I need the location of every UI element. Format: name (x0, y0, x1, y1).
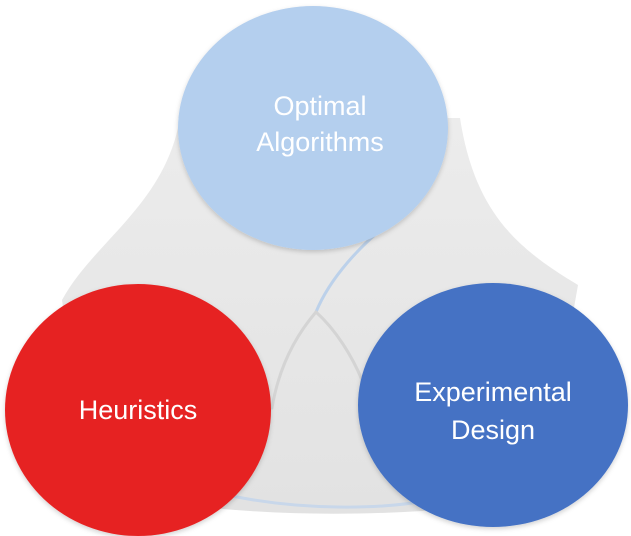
experimental-design-label-line2: Design (451, 415, 535, 445)
node-experimental-design (358, 283, 628, 527)
experimental-design-label-line1: Experimental (414, 377, 572, 407)
heuristics-label: Heuristics (79, 395, 198, 425)
connector-line-center-to-left (270, 310, 318, 410)
experimental-design-circle (358, 283, 628, 527)
node-optimal-algorithms (178, 6, 448, 250)
heuristics-circle (5, 284, 271, 536)
node-heuristics (5, 284, 271, 536)
optimal-algorithms-label-line2: Algorithms (256, 127, 384, 157)
optimal-algorithms-circle (178, 6, 448, 250)
optimal-algorithms-label-line1: Optimal (273, 91, 366, 121)
connector-line-center-to-right (314, 310, 364, 382)
connector-line-bottom (230, 494, 432, 509)
